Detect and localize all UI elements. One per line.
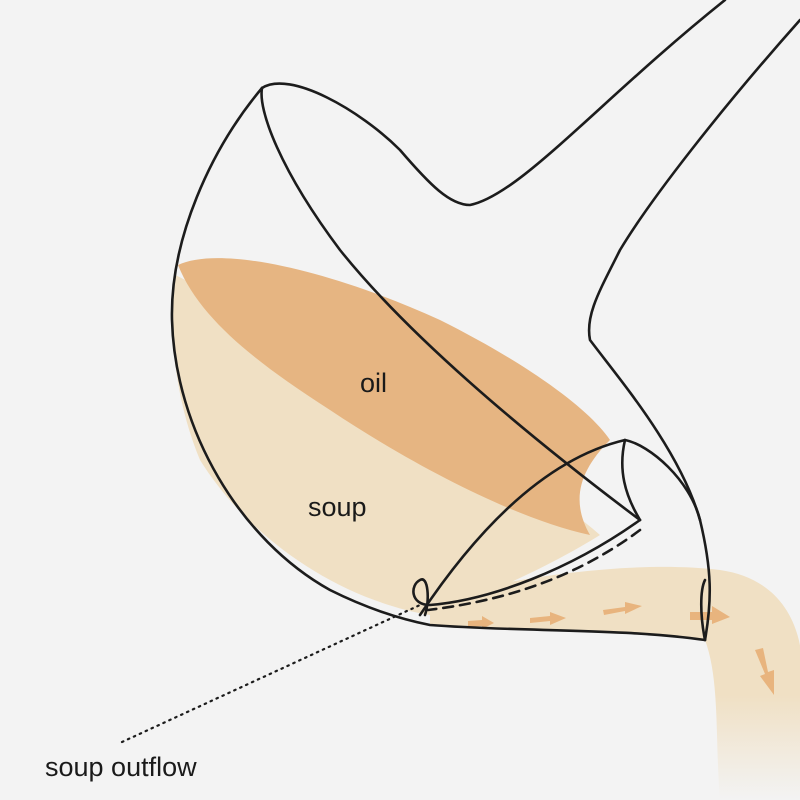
arrow-icon <box>603 602 642 615</box>
arrow-icon <box>530 612 566 625</box>
spout-outline <box>418 438 702 617</box>
outflow-pointer <box>120 603 422 744</box>
spout-lip <box>412 518 642 617</box>
arrow-icon <box>690 606 730 624</box>
oil-label: oil <box>360 368 388 398</box>
spout-dashed <box>426 528 642 612</box>
arrow-icon <box>755 648 774 695</box>
soup-stream <box>430 566 800 800</box>
soup-label: soup <box>308 492 367 522</box>
flow-arrows <box>468 602 774 695</box>
arrow-icon <box>468 616 494 629</box>
handle-outline <box>260 0 727 207</box>
oil-region <box>178 258 610 535</box>
bowl-outline <box>170 86 707 642</box>
handle-outline-lower <box>587 18 800 642</box>
soup-outflow-label: soup outflow <box>45 752 197 782</box>
